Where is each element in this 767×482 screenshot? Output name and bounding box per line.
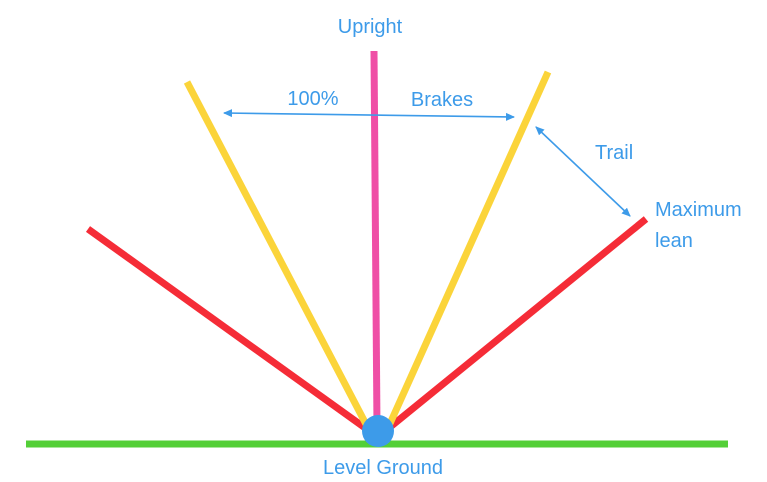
pivot-point: [362, 415, 394, 447]
brakes-label: Brakes: [411, 89, 473, 111]
max-lean-left-line: [85, 226, 371, 433]
upright-label: Upright: [338, 16, 403, 38]
trail-range-arrow: [535, 126, 631, 217]
brakes-left-line: [183, 80, 372, 430]
lean-label: lean: [655, 230, 693, 252]
max-lean-right-line: [381, 216, 649, 435]
brakes-right-line: [384, 70, 552, 430]
percent-label: 100%: [287, 88, 338, 110]
level-ground-label: Level Ground: [323, 457, 443, 479]
upright-line: [370, 50, 381, 429]
trail-label: Trail: [595, 142, 633, 164]
maximum-label: Maximum: [655, 199, 742, 221]
brakes-range-arrow: [223, 109, 515, 121]
